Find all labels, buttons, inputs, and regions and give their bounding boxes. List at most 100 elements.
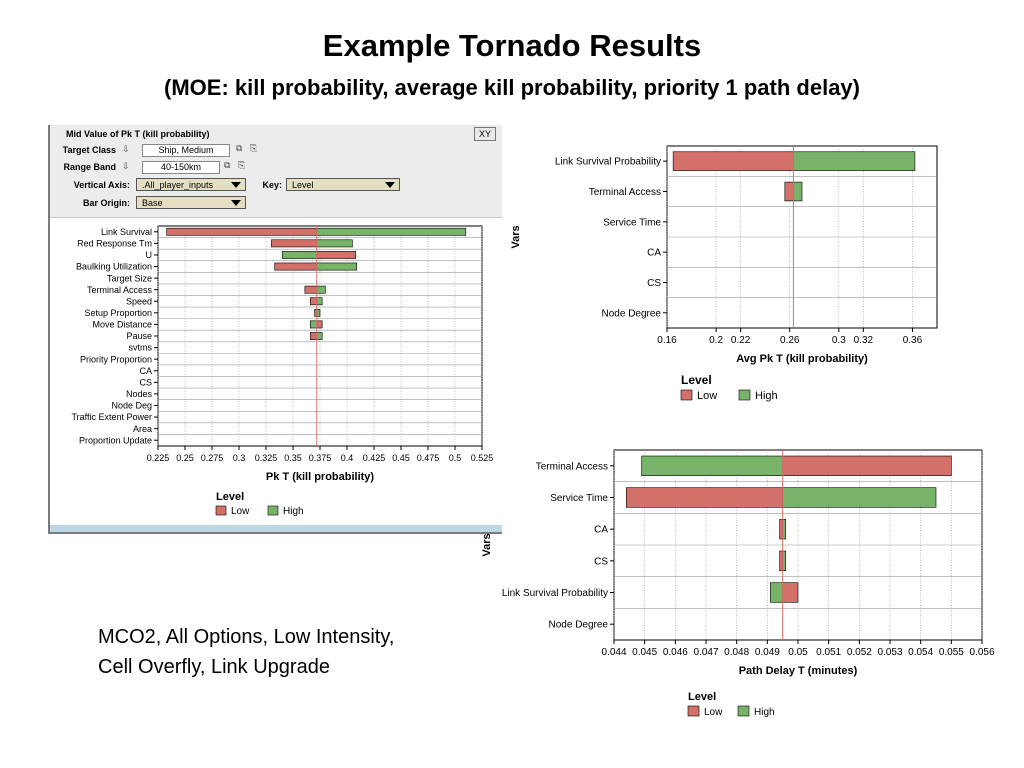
- category-label: Traffic Extent Power: [71, 412, 152, 422]
- x-tick-label: 0.045: [632, 647, 657, 658]
- legend-item-label: Low: [704, 707, 723, 718]
- category-label: Baulking Utilization: [76, 262, 152, 272]
- x-tick-label: 0.475: [417, 453, 440, 463]
- category-label: Node Deg: [111, 401, 152, 411]
- x-tick-label: 0.048: [724, 647, 749, 658]
- x-tick-label: 0.275: [201, 453, 224, 463]
- vertical-axis-select[interactable]: .All_player_inputs: [136, 178, 246, 191]
- x-tick-label: 0.05: [788, 647, 808, 658]
- bar-origin-value: Base: [142, 198, 163, 208]
- x-axis-label: Avg Pk T (kill probability): [736, 353, 868, 365]
- category-label: Link Survival Probability: [555, 157, 661, 168]
- category-label: Node Degree: [549, 620, 609, 631]
- range-band-label: Range Band: [63, 162, 116, 172]
- x-tick-label: 0.325: [255, 453, 278, 463]
- bar-low: [316, 320, 323, 329]
- category-label: Link Survival Probability: [502, 588, 608, 599]
- bar-low: [166, 227, 318, 236]
- bar-origin-label: Bar Origin:: [82, 198, 130, 208]
- category-label: Setup Proportion: [84, 308, 152, 318]
- bar-low: [782, 455, 952, 476]
- x-tick-label: 0.22: [731, 335, 751, 346]
- category-label: Nodes: [126, 389, 153, 399]
- clipboard-icon[interactable]: ⎘: [238, 160, 246, 170]
- bar-high: [281, 251, 318, 259]
- clipboard-icon[interactable]: ⎘: [250, 143, 258, 153]
- legend-title: Level: [681, 373, 712, 387]
- bar-high: [316, 297, 323, 306]
- legend-item-label: High: [754, 707, 775, 718]
- x-tick-label: 0.36: [903, 335, 923, 346]
- vertical-axis-value: .All_player_inputs: [142, 180, 214, 190]
- x-tick-label: 0.2: [709, 335, 723, 346]
- x-tick-label: 0.25: [176, 453, 194, 463]
- bar-high: [309, 320, 318, 329]
- x-tick-label: 0.047: [693, 647, 718, 658]
- x-tick-label: 0.054: [908, 647, 933, 658]
- bar-high: [770, 582, 783, 603]
- copy-icon[interactable]: ⧉: [236, 143, 243, 153]
- caption-line-1: MCO2, All Options, Low Intensity,: [98, 626, 395, 648]
- x-tick-label: 0.425: [363, 453, 386, 463]
- category-label: Pause: [126, 331, 152, 341]
- category-label: Move Distance: [92, 320, 152, 330]
- legend-item-label: High: [283, 506, 304, 517]
- copy-icon[interactable]: ⧉: [224, 160, 231, 170]
- x-tick-label: 0.044: [601, 647, 626, 658]
- category-label: U: [146, 250, 153, 260]
- bar-high: [316, 227, 467, 236]
- category-label: Terminal Access: [536, 461, 608, 472]
- bar-low: [672, 151, 794, 171]
- category-label: Priority Proportion: [80, 354, 152, 364]
- x-tick-label: 0.16: [657, 335, 677, 346]
- category-label: Target Size: [107, 273, 152, 283]
- window-status-strip: [50, 525, 502, 532]
- bar-origin-select[interactable]: Base: [136, 196, 246, 209]
- bar-high: [793, 181, 803, 202]
- x-tick-label: 0.046: [663, 647, 688, 658]
- bar-low: [274, 262, 318, 271]
- legend-item-label: High: [755, 390, 778, 402]
- bar-low: [625, 487, 783, 508]
- chevron-down-icon: [231, 200, 241, 206]
- category-label: svtms: [129, 343, 153, 353]
- category-label: Proportion Update: [79, 435, 152, 445]
- legend-title: Level: [216, 491, 244, 503]
- key-label: Key:: [262, 180, 282, 190]
- arrow-down-icon[interactable]: ⇩: [122, 144, 130, 154]
- key-select[interactable]: Level: [286, 178, 400, 191]
- bar-high: [316, 285, 326, 294]
- arrow-down-icon[interactable]: ⇩: [122, 161, 130, 171]
- key-value: Level: [292, 180, 314, 190]
- x-axis-label: Path Delay T (minutes): [739, 665, 858, 677]
- range-band-field[interactable]: 40-150km: [142, 161, 220, 174]
- x-tick-label: 0.052: [847, 647, 872, 658]
- category-label: Service Time: [603, 217, 661, 228]
- slide-subtitle: (MOE: kill probability, average kill pro…: [164, 75, 860, 100]
- bar-low: [309, 297, 318, 306]
- bar-high: [641, 455, 783, 476]
- vertical-axis-label: Vertical Axis:: [73, 180, 130, 190]
- x-tick-label: 0.45: [392, 453, 410, 463]
- x-tick-label: 0.4: [341, 453, 354, 463]
- target-class-field[interactable]: Ship, Medium: [142, 144, 230, 157]
- x-tick-label: 0.3: [233, 453, 246, 463]
- x-tick-label: 0.3: [832, 335, 846, 346]
- bar-low: [784, 181, 794, 202]
- panel-heading: Mid Value of Pk T (kill probability): [66, 129, 210, 139]
- x-tick-label: 0.5: [449, 453, 462, 463]
- chevron-down-icon: [385, 182, 395, 188]
- x-tick-label: 0.225: [147, 453, 170, 463]
- legend-swatch-low: [680, 389, 693, 401]
- x-tick-label: 0.32: [854, 335, 874, 346]
- legend-item-label: Low: [231, 506, 250, 517]
- x-tick-label: 0.053: [877, 647, 902, 658]
- category-label: Service Time: [550, 493, 608, 504]
- legend-swatch-high: [737, 705, 750, 717]
- y-axis-label: Vars: [481, 533, 493, 556]
- slide-title: Example Tornado Results: [322, 28, 702, 63]
- xy-button[interactable]: XY: [474, 127, 496, 141]
